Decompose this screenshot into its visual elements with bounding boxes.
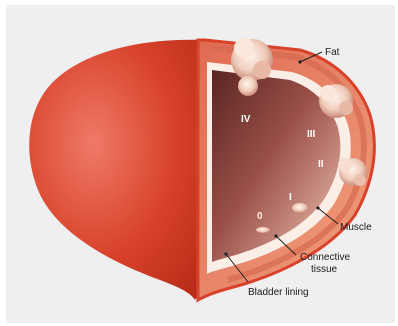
label-bladder-lining: Bladder lining (248, 287, 309, 298)
bladder-outer-wall (29, 40, 212, 300)
label-fat: Fat (325, 47, 340, 58)
stage-label-iii: III (307, 129, 316, 140)
label-connective-tissue-line2: tissue (311, 264, 338, 275)
connective-tissue-leader-dot (274, 234, 277, 237)
fat-leader-dot (298, 60, 301, 63)
stage-label-i: I (289, 192, 292, 203)
label-connective-tissue-line1: Connective (300, 252, 350, 263)
tumor-stage-iii (319, 84, 353, 118)
bladder-lining-leader-dot (224, 252, 227, 255)
stage-label-ii: II (318, 159, 324, 170)
label-muscle: Muscle (340, 222, 372, 233)
muscle-leader-dot (316, 206, 319, 209)
stage-label-0: 0 (257, 211, 263, 222)
stage-label-iv: IV (241, 114, 251, 125)
tumor-stage-0 (256, 227, 270, 233)
tumor-stage-i (292, 203, 308, 213)
